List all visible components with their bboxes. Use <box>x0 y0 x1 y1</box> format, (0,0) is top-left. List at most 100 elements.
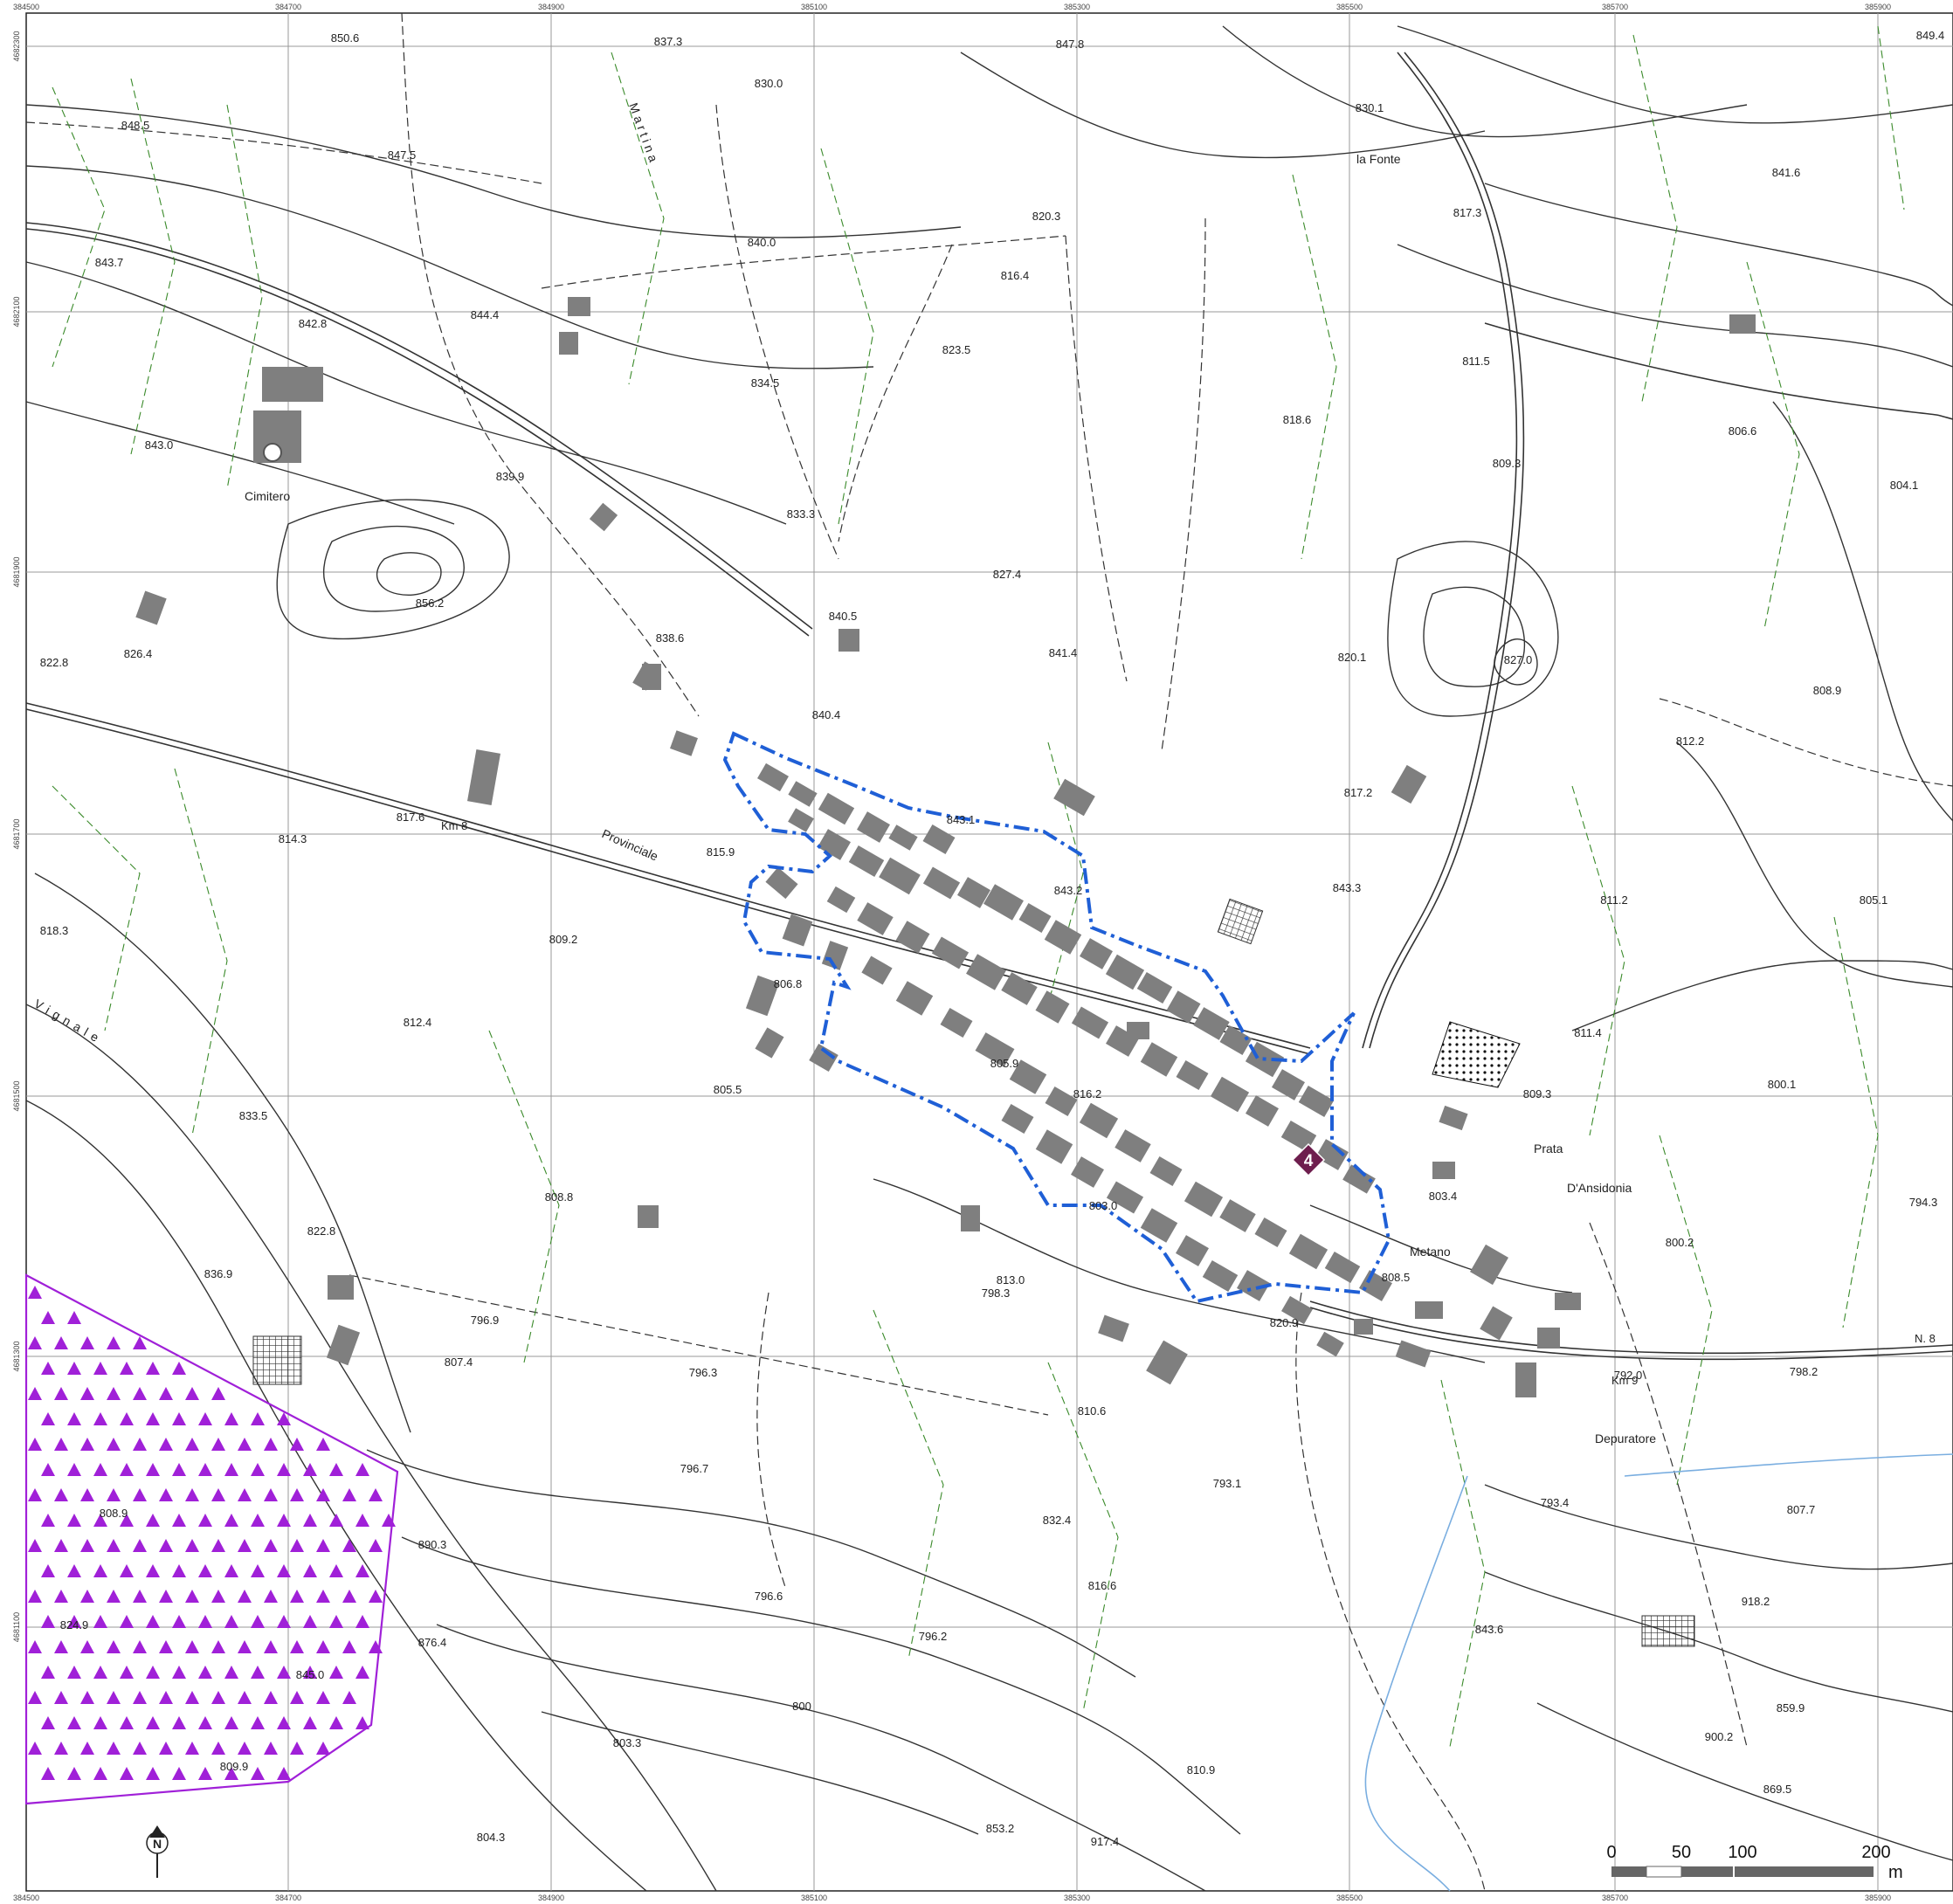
protected-triangle <box>316 1691 330 1704</box>
building <box>568 297 590 316</box>
building <box>1281 1295 1313 1325</box>
protected-triangle <box>264 1742 278 1755</box>
building <box>1079 1102 1119 1139</box>
building <box>818 829 851 860</box>
spot-height: 833.3 <box>787 507 816 521</box>
spot-height: 843.0 <box>145 438 174 452</box>
protected-triangle <box>251 1615 265 1628</box>
protected-triangle <box>120 1412 134 1425</box>
protected-triangle <box>264 1691 278 1704</box>
protected-triangle <box>107 1640 121 1653</box>
scale-label-200: 200 <box>1861 1843 1890 1862</box>
protected-triangle <box>224 1666 238 1679</box>
spot-height: 792.0 <box>1614 1369 1643 1382</box>
protected-triangle <box>172 1615 186 1628</box>
spot-height: 856.2 <box>416 597 445 610</box>
protected-triangle <box>185 1438 199 1451</box>
cemetery-building <box>253 367 323 463</box>
spot-height: 806.6 <box>1729 424 1757 438</box>
north-letter: N <box>153 1837 162 1851</box>
spot-height: 796.2 <box>919 1630 948 1643</box>
protected-triangle <box>185 1488 199 1501</box>
building <box>1098 1314 1129 1342</box>
protected-triangle <box>146 1615 160 1628</box>
building <box>788 781 818 807</box>
map-frame <box>25 12 1953 1892</box>
protected-triangle <box>238 1488 252 1501</box>
spot-height: 832.4 <box>1043 1514 1072 1527</box>
protected-area[interactable] <box>24 1273 399 1805</box>
spot-height: 814.3 <box>279 832 307 845</box>
building <box>1395 1340 1432 1368</box>
building <box>1254 1217 1287 1248</box>
protected-triangle <box>41 1716 55 1729</box>
x-tick-top: 384900 <box>538 3 564 11</box>
protected-triangle <box>303 1615 317 1628</box>
buildings <box>135 297 1756 1397</box>
protected-triangle <box>41 1564 55 1577</box>
protected-triangle <box>159 1387 173 1400</box>
protected-triangle <box>80 1742 94 1755</box>
location-marker-4[interactable]: 4 <box>1291 1142 1326 1177</box>
protected-triangle <box>172 1514 186 1527</box>
x-tick-top: 384500 <box>13 3 39 11</box>
building <box>1515 1362 1536 1397</box>
protected-triangle <box>120 1666 134 1679</box>
protected-triangle <box>277 1615 291 1628</box>
scale-bar: 0 50 100 200 m <box>1606 1843 1902 1882</box>
protected-triangle <box>172 1362 186 1375</box>
protected-triangle <box>185 1590 199 1603</box>
protected-triangle <box>211 1539 225 1552</box>
building <box>638 1205 659 1228</box>
spot-height: 876.4 <box>418 1636 447 1649</box>
spot-height: 805.1 <box>1860 893 1888 907</box>
building <box>135 590 167 625</box>
scale-label-50: 50 <box>1672 1843 1691 1862</box>
building <box>1149 1156 1183 1187</box>
protected-triangle <box>107 1336 121 1349</box>
protected-triangle <box>146 1767 160 1780</box>
protected-triangle <box>146 1412 160 1425</box>
spot-height: 800.1 <box>1768 1078 1797 1091</box>
protected-triangle <box>185 1691 199 1704</box>
building <box>888 824 918 851</box>
protected-triangle <box>185 1539 199 1552</box>
spot-height: 808.8 <box>545 1190 574 1204</box>
protected-triangle <box>264 1590 278 1603</box>
protected-triangle <box>329 1514 343 1527</box>
spot-height: 798.3 <box>982 1287 1011 1300</box>
spot-height: 793.1 <box>1213 1477 1242 1490</box>
building <box>848 845 885 878</box>
protected-triangle <box>355 1716 369 1729</box>
protected-triangle <box>28 1640 42 1653</box>
y-tick: 4681900 <box>12 556 21 587</box>
protected-triangle <box>80 1590 94 1603</box>
protected-triangle <box>28 1539 42 1552</box>
building <box>940 1007 973 1038</box>
protected-triangle <box>93 1564 107 1577</box>
building <box>1018 902 1052 934</box>
protected-triangle <box>303 1564 317 1577</box>
protected-triangle <box>120 1615 134 1628</box>
village-boundary[interactable] <box>722 731 1391 1304</box>
protected-triangle <box>107 1438 121 1451</box>
building <box>1246 1095 1279 1127</box>
protected-triangle <box>316 1438 330 1451</box>
spot-height: 818.3 <box>40 924 69 937</box>
building <box>1354 1319 1373 1335</box>
spot-height: 803.4 <box>1429 1190 1458 1203</box>
dotted-area <box>1432 1021 1521 1088</box>
building <box>975 1032 1015 1067</box>
protected-triangle <box>54 1742 68 1755</box>
protected-triangle <box>355 1463 369 1476</box>
spot-height: 805.9 <box>990 1057 1019 1070</box>
protected-triangle <box>28 1691 42 1704</box>
protected-triangle <box>93 1716 107 1729</box>
building <box>328 1275 354 1300</box>
protected-triangle <box>54 1387 68 1400</box>
building <box>826 886 856 914</box>
protected-triangle <box>198 1767 212 1780</box>
